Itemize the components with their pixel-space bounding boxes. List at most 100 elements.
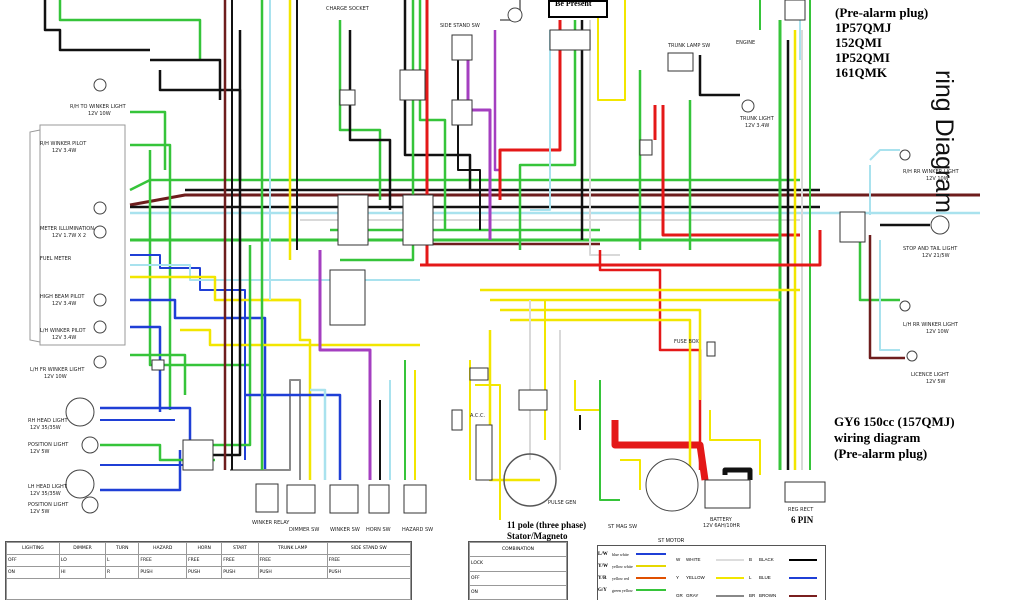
rear-connector: [839, 211, 866, 243]
wire-yellow-stator-4: [510, 318, 692, 480]
legend-color-swatch: [789, 558, 817, 561]
legend-code-row: Y/R yellow red: [598, 572, 673, 584]
side-stand-sw-label: SIDE STAND SW: [440, 23, 480, 29]
switch-table-cell: LO: [58, 554, 107, 567]
lamp-left-4: [93, 320, 107, 334]
licence-lamp: [906, 350, 918, 362]
wire-black-battery: [722, 467, 753, 480]
rc-2-name: L/H RR WINKER LIGHT: [903, 322, 958, 328]
starter-motor: [645, 458, 699, 512]
wire-red-thick-battery: [611, 420, 709, 481]
lamp-left-3: [93, 293, 107, 307]
switch-table-header-2: TURN: [105, 542, 140, 555]
legend-desc: yellow red: [612, 575, 629, 581]
winker-sw-label: WINKER SW: [330, 527, 360, 533]
lc-1-spec: 12V 3.4W: [52, 148, 77, 154]
horn-switch: [368, 484, 390, 514]
stop-tail-lamp: [930, 215, 950, 235]
main-fuse: [706, 341, 716, 357]
switch-table-cell: R: [105, 566, 140, 579]
lc-8-spec: 12V 5W: [30, 449, 50, 455]
trunk-lamp-sw-label: TRUNK LAMP SW: [668, 43, 711, 49]
wire-green-st-mag: [599, 380, 620, 501]
wire-black-left: [43, 0, 150, 52]
switch-table-header-5: START: [221, 542, 259, 555]
wire-skyblue-fuel: [130, 264, 420, 281]
switch-table-header-1: DIMMER: [58, 542, 107, 555]
be-present-box: [548, 0, 608, 18]
wire-green-left: [58, 0, 202, 60]
acc-connector: [469, 367, 489, 381]
wire-black-charge: [348, 30, 392, 210]
wire-black-left-2: [150, 58, 222, 100]
legend-code: Y/W: [598, 563, 608, 569]
switch-table-cell: FREE: [138, 554, 188, 567]
winker-relay: [255, 483, 279, 513]
legend-swatch: [636, 553, 666, 555]
color-legend-header: ST MOTOR: [658, 538, 685, 544]
rc-1-spec: 12V 21/5W: [922, 253, 950, 259]
wire-yellow-stator-3: [500, 308, 702, 400]
wire-yellow-battery: [709, 410, 761, 475]
winker-relay-connector: [182, 439, 214, 471]
legend-color-code: BR: [749, 593, 756, 598]
switch-table-header-0: LIGHTING: [6, 542, 60, 555]
lc-7-spec: 12V 35/35W: [30, 425, 61, 431]
lc-5-name: L/H WINKER PILOT: [40, 328, 86, 334]
lc-6-name: L/H FR WINKER LIGHT: [30, 367, 85, 373]
wire-red-right: [420, 230, 822, 267]
legend-swatch: [636, 565, 666, 567]
stator-caption-1: 11 pole (three phase): [507, 520, 587, 530]
wire-blue-lh-head-2: [100, 450, 182, 492]
wire-blue-winker-sw: [245, 393, 342, 480]
combination-table: COMBINATION LOCK OFF ON: [468, 541, 568, 600]
engine-code-1: 1P57QMJ: [835, 20, 892, 35]
legend-color-name: BROWN: [759, 593, 777, 598]
lc-1-name: R/H WINKER PILOT: [40, 141, 87, 147]
position-lamp-2: [81, 496, 99, 514]
legend-color-name: BLUE: [759, 575, 771, 580]
engine-ground: [507, 7, 523, 23]
legend-color-code: GR: [676, 593, 683, 598]
winker-switch: [329, 484, 359, 514]
trunk-lamp: [741, 99, 755, 113]
legend-color-code: Y: [676, 575, 680, 580]
switch-table-cell: FREE: [221, 554, 259, 567]
legend-code: Y/R: [598, 575, 607, 581]
caption-line-2: wiring diagram: [834, 430, 921, 445]
legend-color-code: L: [749, 575, 752, 580]
lc-2-name: METER ILLUMINATION: [40, 226, 94, 232]
pulse-gen-label: PULSE GEN: [548, 500, 577, 506]
hazard-switch: [403, 484, 427, 514]
wire-yellow-stator-7: [574, 380, 600, 411]
rc-0-name: R/H RR WINKER LIGHT: [903, 169, 959, 175]
switch-table-cell: L: [105, 554, 140, 567]
caption-line-3: (Pre-alarm plug): [834, 446, 928, 461]
switch-table-cell: HI: [58, 566, 107, 579]
legend-color-code: W: [676, 557, 681, 562]
side-stand-switch: [451, 34, 473, 61]
rc-0-spec: 12V 10W: [926, 176, 949, 182]
hazard-sw-label: HAZARD SW: [402, 527, 434, 533]
caption-line-1: GY6 150cc (157QMJ): [834, 414, 955, 429]
lc-5-spec: 12V 3.4W: [52, 335, 77, 341]
switch-table-cell: PUSH: [186, 566, 223, 579]
lh-head-lamp: [65, 469, 95, 499]
rh-head-lamp: [65, 397, 95, 427]
legend-desc: yellow white: [612, 563, 633, 569]
lc-10-name: POSITION LIGHT: [28, 502, 69, 508]
combination-row-off: OFF: [469, 570, 567, 586]
wire-purple-ss-sw-2: [493, 30, 500, 172]
wire-yellow-mid: [180, 328, 420, 347]
lc-2-spec: 12V 1.7W X 2: [52, 233, 87, 239]
wire-skyblue-winker-sw: [310, 388, 327, 480]
dimmer-sw-label: DIMMER SW: [289, 527, 320, 533]
wire-skyblue-center: [530, 30, 551, 211]
legend-color-name: BLACK: [759, 557, 774, 562]
wire-skyblue-licence: [879, 240, 900, 351]
